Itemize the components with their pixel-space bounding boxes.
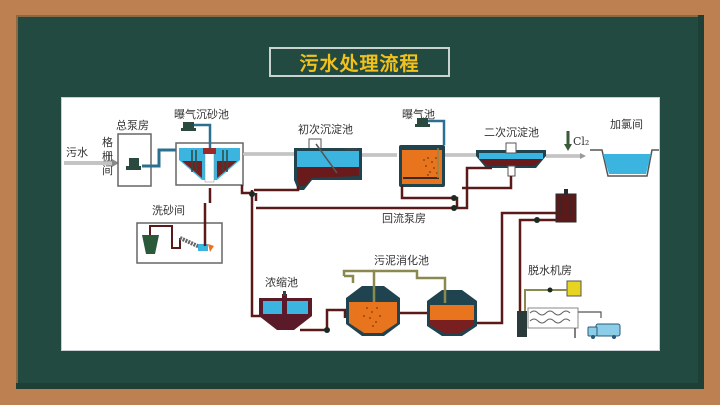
title-box: 污水处理流程	[269, 47, 450, 77]
sludge-digester-1	[346, 286, 400, 336]
chlorine-contact-tank	[590, 149, 659, 177]
label-screen-2: 栅	[102, 149, 113, 163]
label-screen-1: 格	[102, 135, 113, 149]
thickener	[259, 291, 312, 330]
sand-washing-room	[136, 222, 223, 264]
label-sand-washing-room: 洗砂间	[152, 204, 185, 217]
valve-icon	[534, 217, 540, 223]
air-pipe-grit	[194, 123, 212, 148]
sewage-inlet-arrow	[64, 159, 119, 167]
label-secondary-clarifier: 二次沉淀池	[484, 125, 539, 139]
valve-icon	[451, 195, 457, 201]
pipe-thickener-to-digester	[300, 308, 347, 332]
process-diagram-panel: 污水 格 栅 间 总泵房 曝气沉砂池 初次沉淀池	[61, 97, 660, 351]
valve-icon	[451, 205, 457, 211]
process-diagram: 污水 格 栅 间 总泵房 曝气沉砂池 初次沉淀池	[64, 107, 659, 339]
main-pump-house-building	[117, 133, 152, 187]
valve-icon	[324, 327, 330, 333]
label-screen-3: 间	[102, 164, 113, 177]
page-title: 污水处理流程	[299, 52, 420, 75]
conditioning-tank	[555, 189, 577, 223]
blower-icon	[415, 118, 430, 127]
label-chlorination-room: 加氯间	[610, 117, 643, 131]
aerated-grit-chamber	[175, 142, 244, 186]
belt-press	[517, 307, 579, 338]
secondary-clarifier	[476, 142, 546, 177]
pipe-pump-to-grit	[142, 148, 176, 168]
label-main-pump-house: 总泵房	[116, 118, 149, 132]
valve-icon	[249, 191, 255, 197]
pipe-conditioning-to-press	[518, 218, 556, 311]
chemical-pipe	[524, 289, 567, 311]
label-return-pump-house: 回流泵房	[382, 211, 426, 225]
label-chlorine: Cl₂	[573, 135, 589, 148]
air-pipe-aeration	[428, 119, 446, 145]
gas-pipe	[372, 269, 447, 303]
label-primary-clarifier: 初次沉淀池	[298, 122, 353, 136]
label-dewatering-room: 脱水机房	[528, 263, 572, 277]
sludge-digester-2	[427, 290, 477, 336]
pipe-digester-to-conditioning	[477, 211, 557, 325]
chemical-tank	[566, 280, 582, 297]
label-sludge-digester: 污泥消化池	[374, 253, 429, 267]
label-aerated-grit-chamber: 曝气沉砂池	[174, 107, 229, 121]
primary-clarifier	[294, 138, 362, 190]
label-sewage: 污水	[66, 146, 88, 159]
blower-icon	[181, 122, 196, 131]
label-thickener: 浓缩池	[265, 276, 298, 289]
label-aeration-tank: 曝气池	[402, 107, 435, 121]
pipe-primary-sludge	[254, 186, 300, 192]
aeration-tank	[399, 145, 445, 187]
sludge-truck-icon	[587, 323, 621, 339]
valve-icon	[547, 287, 553, 293]
pump-icon	[126, 158, 141, 170]
